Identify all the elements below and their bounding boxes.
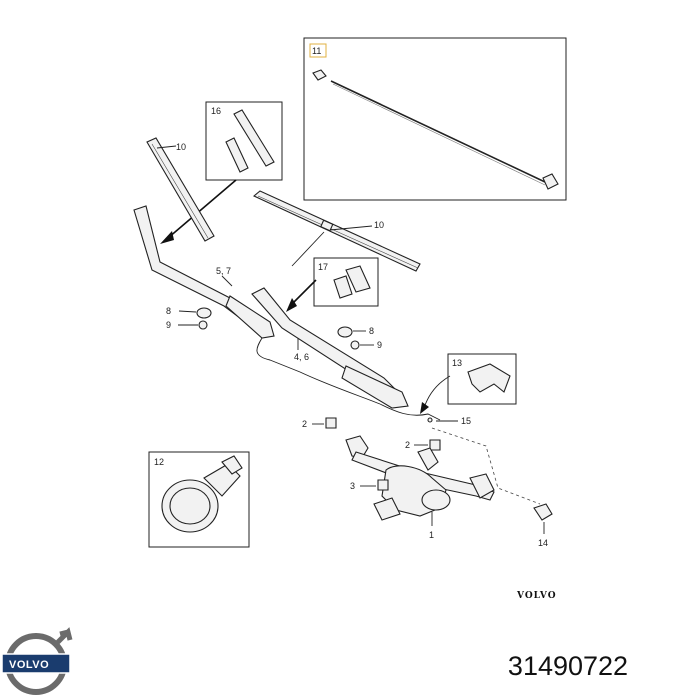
- logo-arrow-icon: [54, 627, 73, 646]
- callout-14: 14: [538, 538, 548, 548]
- inset-box-17: 17: [286, 257, 379, 312]
- callout-15: 15: [461, 416, 471, 426]
- inset-box-12: 12: [148, 451, 250, 548]
- part-14: 14: [533, 503, 553, 548]
- rod-end-cap-icon: [312, 69, 327, 81]
- hose-clip-icon: [467, 363, 511, 393]
- right-wiper-arm: 4, 6: [251, 287, 409, 409]
- blade-insert-long-icon: [233, 109, 275, 167]
- left-fasteners: 8 9: [166, 306, 212, 330]
- inset-box-11: 11: [303, 37, 567, 201]
- inset-box-13: 13: [420, 353, 517, 414]
- callout-4-6: 4, 6: [294, 352, 309, 362]
- washer-hose: 15: [379, 403, 541, 505]
- callout-2-left: 2: [302, 419, 307, 429]
- right-wiper-blade: 10: [252, 190, 421, 272]
- callout-12: 12: [154, 457, 164, 467]
- right-fasteners: 8 9: [337, 326, 382, 350]
- logo-text: VOLVO: [9, 659, 49, 671]
- callout-8-left: 8: [166, 306, 171, 316]
- left-wiper-blade: 10: [146, 137, 215, 242]
- insert-clip-icon: [333, 275, 353, 299]
- callout-10-left: 10: [176, 142, 186, 152]
- callout-2-right: 2: [405, 440, 410, 450]
- callout-11: 11: [312, 46, 321, 56]
- rod-end-nozzle-icon: [542, 173, 559, 190]
- callout-10-right: 10: [374, 220, 384, 230]
- callout-9-left: 9: [166, 320, 171, 330]
- callout-1: 1: [429, 530, 434, 540]
- connector-icon: [533, 503, 553, 521]
- blade-insert-icon: [225, 137, 249, 173]
- part-number: 31490722: [508, 651, 628, 681]
- callout-9-right: 9: [377, 340, 382, 350]
- callout-16: 16: [211, 106, 221, 116]
- insert-clip-alt-icon: [345, 265, 371, 293]
- callout-17: 17: [318, 262, 328, 272]
- callout-13: 13: [452, 358, 462, 368]
- callout-8-right: 8: [369, 326, 374, 336]
- callout-3: 3: [350, 481, 355, 491]
- brand-wordmark: VOLVO: [516, 591, 557, 601]
- callout-5-7: 5, 7: [216, 266, 231, 276]
- inset-box-16: 16: [160, 101, 283, 244]
- wiper-linkage-assembly: 1 3: [345, 435, 495, 540]
- washer-rod: [330, 80, 546, 183]
- volvo-logo: VOLVO: [1, 627, 73, 695]
- screws-2: 2 2: [302, 417, 441, 451]
- left-wiper-arm: 5, 7: [133, 205, 381, 405]
